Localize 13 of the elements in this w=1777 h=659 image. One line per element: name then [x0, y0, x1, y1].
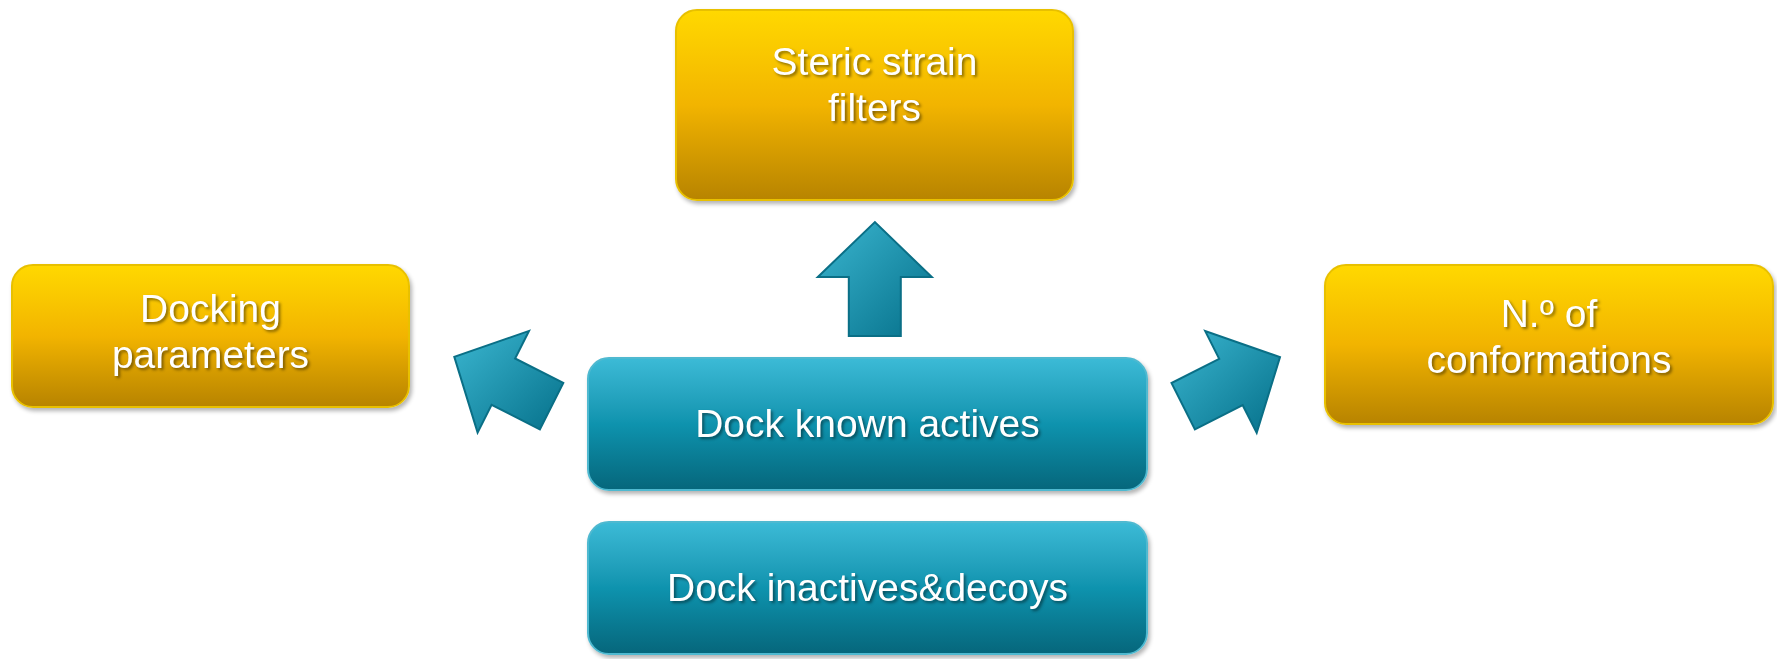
- box-label: Dock inactives&decoys: [666, 565, 1069, 611]
- box-label: Dock known actives: [694, 401, 1041, 447]
- box-label: N.º of conformations: [1425, 290, 1673, 383]
- block-arrow: [453, 329, 565, 436]
- block-arrow: [815, 220, 935, 337]
- box-label: Steric strain filters: [770, 39, 979, 131]
- process-box: [1324, 264, 1774, 425]
- box-label: Docking parameters: [110, 286, 311, 378]
- process-box: [587, 521, 1148, 655]
- block-arrow: [1170, 329, 1282, 436]
- process-box: [675, 9, 1074, 201]
- process-box: [11, 264, 410, 408]
- process-box: [587, 357, 1148, 491]
